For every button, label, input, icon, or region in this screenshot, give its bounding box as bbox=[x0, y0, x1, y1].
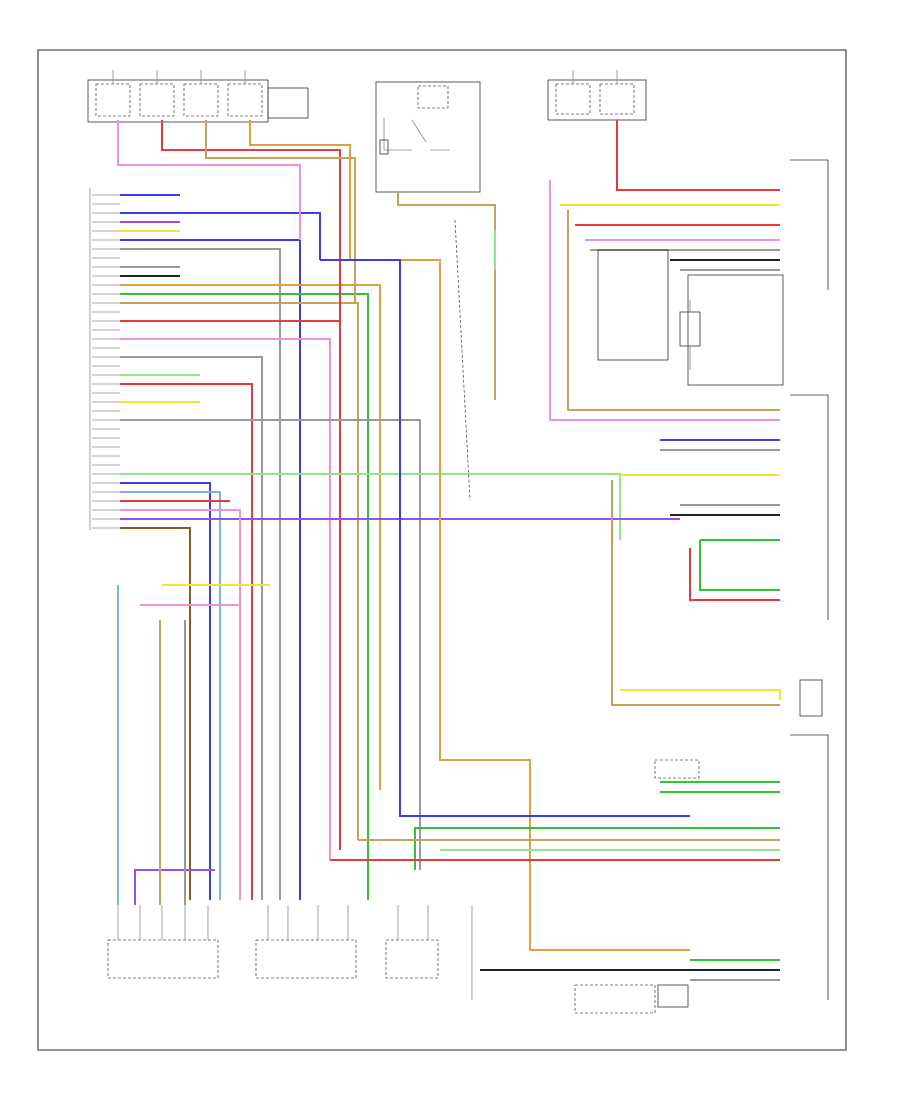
right-connector-brackets bbox=[790, 159, 829, 1000]
wire-green-right bbox=[699, 539, 780, 591]
sensor-module bbox=[597, 249, 784, 386]
wire-pink-right bbox=[549, 180, 780, 421]
wire-yellow-right-2 bbox=[620, 474, 781, 700]
wire-violet-drop bbox=[134, 869, 215, 905]
wire-pink-drop bbox=[140, 510, 241, 606]
wire-orange-1 bbox=[120, 284, 381, 790]
wire-harness-main bbox=[120, 194, 680, 900]
wire-green-bottom bbox=[414, 827, 780, 870]
wire-brown-1 bbox=[120, 527, 191, 900]
ac-switch bbox=[654, 759, 700, 779]
wire-drops-left bbox=[117, 510, 270, 905]
wire-red-right-3 bbox=[689, 548, 780, 601]
wire-pink-fuse bbox=[117, 120, 301, 240]
right-actuator bbox=[255, 905, 357, 979]
wire-light-blue-1 bbox=[120, 491, 221, 900]
wire-blue-long bbox=[320, 259, 690, 817]
wire-pink-2 bbox=[120, 509, 241, 900]
fuse-group-right bbox=[547, 70, 647, 121]
wire-pink-1 bbox=[120, 338, 331, 860]
recirc-actuator bbox=[385, 905, 439, 979]
wire-tan-1 bbox=[120, 302, 359, 840]
wire-blue-4 bbox=[120, 482, 211, 900]
wire-tan-right bbox=[567, 210, 780, 411]
wire-gray-3 bbox=[120, 356, 263, 900]
relay-wires bbox=[397, 192, 496, 501]
wire-red-2 bbox=[120, 383, 253, 900]
wire-tan-right-2 bbox=[611, 480, 780, 706]
wire-red-fuse bbox=[161, 120, 341, 321]
wire-blue-2 bbox=[120, 212, 321, 260]
relay-1 bbox=[375, 81, 481, 193]
wire-gray-1 bbox=[120, 248, 281, 900]
left-actuator bbox=[107, 905, 219, 979]
wire-gray-4 bbox=[120, 419, 421, 870]
ambient-sensor bbox=[799, 679, 823, 717]
wire-runs-fuses bbox=[117, 120, 690, 951]
wire-green-1 bbox=[120, 293, 369, 900]
wire-orange-fuse bbox=[249, 120, 690, 951]
mode-actuator bbox=[574, 984, 689, 1014]
wire-red-right bbox=[616, 120, 780, 191]
diagram-frame bbox=[37, 49, 847, 1051]
fuse-group-left bbox=[87, 70, 309, 123]
control-module-pins bbox=[92, 194, 120, 529]
wire-harness-right bbox=[330, 120, 781, 981]
wire-tan-relay bbox=[397, 192, 496, 400]
wire-green-right-2 bbox=[660, 781, 780, 793]
wire-tan-fuse bbox=[205, 120, 356, 303]
relay-dashed-link bbox=[454, 219, 471, 501]
